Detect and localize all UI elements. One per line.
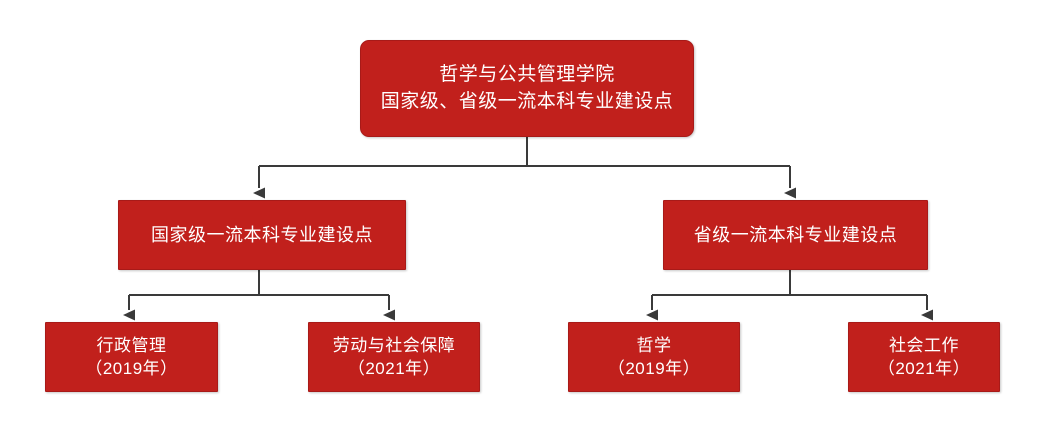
root-node[interactable]: 哲学与公共管理学院 国家级、省级一流本科专业建设点: [360, 40, 694, 137]
labor-and-social-security-major: 劳动与社会保障: [332, 335, 456, 355]
philosophy-major: 哲学: [636, 335, 672, 355]
provincial-node-label: 省级一流本科专业建设点: [693, 224, 898, 245]
labor-and-social-security-year: （2021年）: [347, 359, 441, 378]
public-administration-year: （2019年）: [85, 359, 178, 378]
root-node-line-2: 国家级、省级一流本科专业建设点: [380, 90, 674, 112]
provincial-node[interactable]: 省级一流本科专业建设点: [663, 200, 928, 270]
social-work-year: （2021年）: [877, 359, 971, 378]
root-node-line-1: 哲学与公共管理学院: [439, 64, 615, 86]
national-node-label: 国家级一流本科专业建设点: [151, 224, 373, 245]
philosophy-year: （2019年）: [607, 359, 701, 378]
public-administration-node[interactable]: 行政管理 （2019年）: [45, 322, 218, 392]
social-work-major: 社会工作: [889, 335, 959, 355]
public-administration-major: 行政管理: [96, 335, 167, 355]
philosophy-node[interactable]: 哲学 （2019年）: [568, 322, 740, 392]
social-work-node[interactable]: 社会工作 （2021年）: [848, 322, 1000, 392]
labor-and-social-security-node[interactable]: 劳动与社会保障 （2021年）: [308, 322, 480, 392]
national-node[interactable]: 国家级一流本科专业建设点: [118, 200, 406, 270]
